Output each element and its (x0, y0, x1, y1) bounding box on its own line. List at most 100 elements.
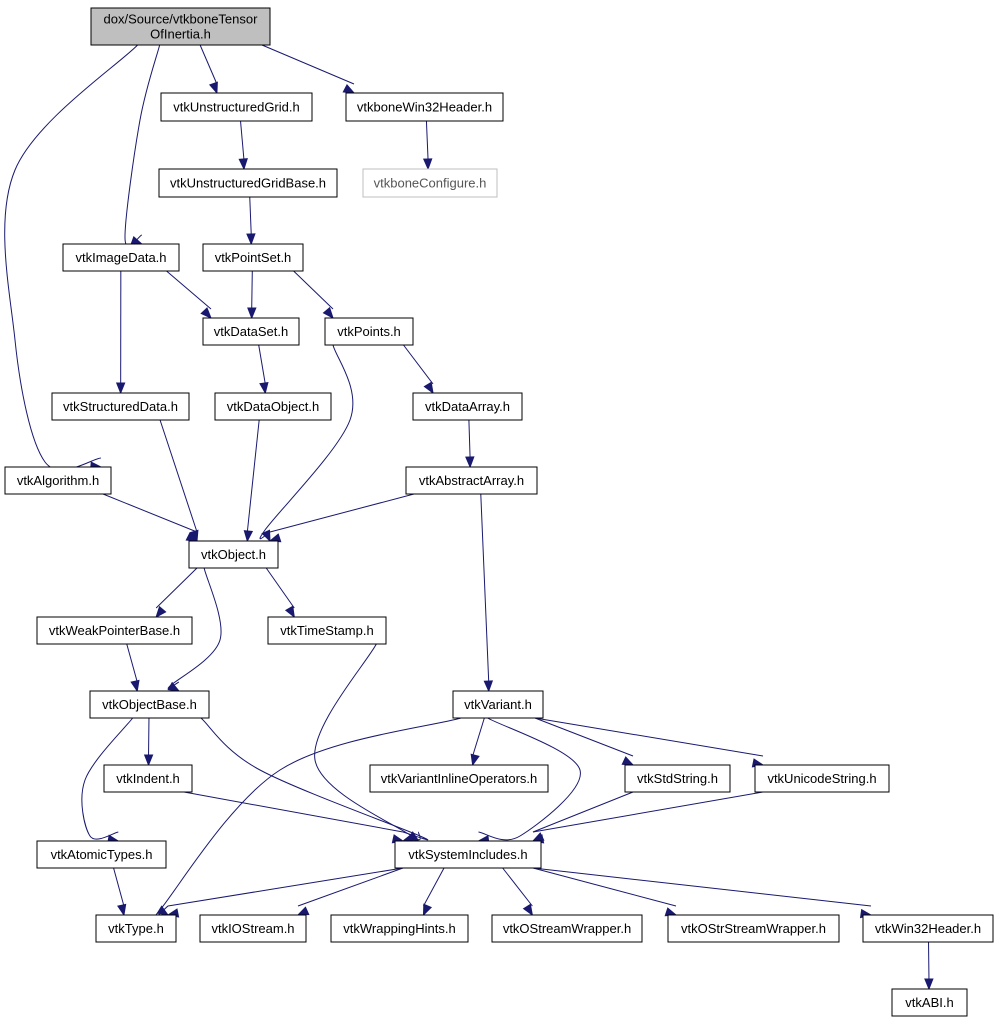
edge-root-to-vtkAlgorithm (4, 44, 138, 471)
node-vtkObject[interactable]: vtkObject.h (188, 540, 279, 569)
node-vtkOStrStreamWrapper[interactable]: vtkOStrStreamWrapper.h (667, 914, 840, 943)
node-label: vtkWeakPointerBase.h (49, 623, 180, 638)
node-vtkABI[interactable]: vtkABI.h (891, 988, 968, 1017)
arrowhead-vtkStructuredData (115, 382, 126, 395)
node-vtkboneConfigure: vtkboneConfigure.h (362, 168, 498, 198)
node-box (51, 392, 190, 421)
node-vtkboneWin32Header[interactable]: vtkboneWin32Header.h (345, 92, 504, 122)
edge-vtkSystemIncludes-to-vtkOStrStreamWrapper (532, 867, 677, 907)
node-box (369, 764, 549, 793)
node-label: vtkIndent.h (116, 771, 180, 786)
arrowhead-vtkType (156, 905, 170, 916)
node-label: vtkAlgorithm.h (17, 473, 99, 488)
node-vtkTimeStamp[interactable]: vtkTimeStamp.h (267, 616, 387, 645)
node-vtkOStreamWrapper[interactable]: vtkOStreamWrapper.h (491, 914, 643, 943)
edge-vtkTimeStamp-to-vtkSystemIncludes (314, 643, 421, 841)
node-label: vtkDataArray.h (425, 399, 510, 414)
node-vtkUnstructuredGridBase[interactable]: vtkUnstructuredGridBase.h (158, 168, 338, 198)
arrowhead-vtkIOStream (296, 906, 310, 916)
edge-vtkboneWin32Header-to-vtkboneConfigure (425, 120, 429, 161)
arrowhead-vtkABI (924, 978, 934, 991)
node-vtkIOStream[interactable]: vtkIOStream.h (199, 914, 307, 943)
node-box (862, 914, 994, 943)
edge-vtkAbstractArray-to-vtkObject (269, 493, 415, 533)
node-box (158, 168, 338, 198)
node-vtkPointSet[interactable]: vtkPointSet.h (202, 243, 304, 272)
node-vtkSystemIncludes[interactable]: vtkSystemIncludes.h (394, 840, 542, 869)
edge-root-to-vtkUnstructuredGrid (199, 44, 218, 85)
node-vtkPoints[interactable]: vtkPoints.h (324, 317, 414, 346)
node-label: vtkIOStream.h (211, 921, 294, 936)
node-vtkType[interactable]: vtkType.h (95, 914, 177, 943)
edge-vtkVariant-to-vtkSystemIncludes (478, 717, 581, 841)
node-vtkWrappingHints[interactable]: vtkWrappingHints.h (330, 914, 469, 943)
node-box (491, 914, 643, 943)
node-box (4, 466, 112, 495)
node-vtkWeakPointerBase[interactable]: vtkWeakPointerBase.h (36, 616, 193, 645)
node-vtkImageData[interactable]: vtkImageData.h (62, 243, 180, 272)
edge-vtkUnicodeString-to-vtkSystemIncludes (532, 791, 764, 833)
edge-vtkSystemIncludes-to-vtkWin32Header (532, 867, 872, 907)
arrowhead-vtkPoints (322, 306, 334, 320)
edges-layer (4, 44, 934, 991)
arrowhead-vtkWrappingHints (422, 903, 433, 917)
arrowhead-vtkVariant (483, 680, 494, 693)
node-box (36, 840, 167, 869)
edge-vtkSystemIncludes-to-vtkOStreamWrapper (502, 867, 533, 907)
node-vtkUnstructuredGrid[interactable]: vtkUnstructuredGrid.h (160, 92, 313, 122)
node-box (405, 466, 538, 495)
edge-vtkImageData-to-vtkDataSet (166, 270, 212, 310)
edge-vtkObject-to-vtkWeakPointerBase (155, 567, 198, 609)
edge-vtkAlgorithm-to-vtkObject (102, 493, 198, 533)
edge-vtkStructuredData-to-vtkObject (159, 419, 198, 533)
node-vtkDataSet[interactable]: vtkDataSet.h (202, 317, 300, 346)
node-label: vtkboneConfigure.h (374, 176, 487, 191)
node-box (90, 7, 271, 46)
node-vtkUnicodeString[interactable]: vtkUnicodeString.h (754, 764, 890, 793)
edge-vtkStdString-to-vtkSystemIncludes (532, 791, 634, 833)
node-label: vtkUnstructuredGrid.h (173, 100, 299, 115)
node-label: vtkUnicodeString.h (767, 771, 876, 786)
node-vtkWin32Header[interactable]: vtkWin32Header.h (862, 914, 994, 943)
node-box (754, 764, 890, 793)
node-box (667, 914, 840, 943)
node-label: vtkAtomicTypes.h (51, 847, 153, 862)
node-box (62, 243, 180, 272)
edge-vtkVariant-to-vtkUnicodeString (534, 717, 764, 757)
node-vtkStdString[interactable]: vtkStdString.h (624, 764, 731, 793)
node-label: vtkObject.h (201, 547, 266, 562)
node-label: vtkboneWin32Header.h (357, 100, 492, 115)
node-vtkIndent[interactable]: vtkIndent.h (103, 764, 193, 793)
node-box (345, 92, 504, 122)
node-label: vtkVariant.h (464, 697, 532, 712)
node-box (330, 914, 469, 943)
node-vtkAbstractArray[interactable]: vtkAbstractArray.h (405, 466, 538, 495)
arrowhead-vtkAbstractArray (465, 456, 475, 469)
node-vtkAlgorithm[interactable]: vtkAlgorithm.h (4, 466, 112, 495)
arrowhead-vtkDataArray (423, 381, 434, 395)
node-vtkDataArray[interactable]: vtkDataArray.h (412, 392, 523, 421)
node-vtkVariantInlineOperators[interactable]: vtkVariantInlineOperators.h (369, 764, 549, 793)
node-box (214, 392, 332, 421)
edge-vtkObjectBase-to-vtkAtomicTypes (81, 717, 134, 840)
node-vtkStructuredData[interactable]: vtkStructuredData.h (51, 392, 190, 421)
node-vtkDataObject[interactable]: vtkDataObject.h (214, 392, 332, 421)
node-vtkVariant[interactable]: vtkVariant.h (452, 690, 544, 719)
edge-root-to-vtkImageData (124, 44, 161, 247)
node-label: vtkType.h (108, 921, 164, 936)
node-vtkAtomicTypes[interactable]: vtkAtomicTypes.h (36, 840, 167, 869)
node-box (199, 914, 307, 943)
node-box (362, 168, 498, 198)
arrowhead-vtkboneWin32Header (342, 83, 356, 94)
node-vtkObjectBase[interactable]: vtkObjectBase.h (89, 690, 210, 719)
node-box (624, 764, 731, 793)
arrowhead-vtkObjectBase (130, 679, 140, 693)
node-label: OfInertia.h (150, 27, 211, 42)
node-box (412, 392, 523, 421)
node-label: vtkOStreamWrapper.h (503, 921, 631, 936)
node-label: vtkWrappingHints.h (343, 921, 455, 936)
arrowhead-vtkOStreamWrapper (522, 903, 534, 917)
node-box (891, 988, 968, 1017)
node-box (36, 616, 193, 645)
